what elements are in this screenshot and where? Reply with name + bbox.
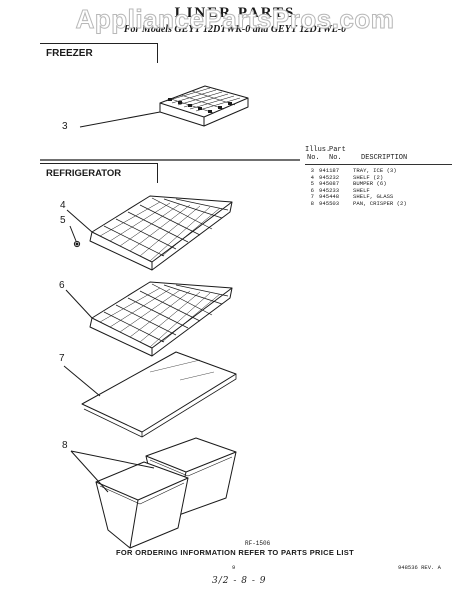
freezer-section-label: FREEZER <box>40 43 158 63</box>
front-crisper-pan-drawing <box>95 461 189 549</box>
figure-reference: RF-1506 <box>245 540 271 547</box>
upper-wire-shelf-drawing <box>89 195 233 271</box>
leader-line-3 <box>79 111 161 128</box>
page-subtitle: For Models GEYT 12DTWK-0 and GEYT 12DTWL… <box>123 24 347 35</box>
illus-header-line1: Illus. <box>305 146 331 154</box>
glass-shelf-drawing <box>81 351 237 438</box>
part-header-line2: No. <box>329 154 342 162</box>
leader-line-6 <box>65 289 93 319</box>
illus-header-line2: No. <box>307 154 320 162</box>
table-header-rule <box>305 164 452 165</box>
part-header-line1: Part <box>329 146 346 154</box>
refrigerator-section-label: REFRIGERATOR <box>40 163 158 183</box>
refrigerator-label: REFRIGERATOR <box>46 168 122 179</box>
ice-tray-drawing <box>159 85 249 127</box>
bumper-drawing <box>73 240 81 248</box>
description-header: DESCRIPTION <box>361 154 408 162</box>
freezer-label: FREEZER <box>46 48 93 59</box>
leader-line-8b <box>70 450 155 469</box>
document-revision: 948536 REV. A <box>398 564 441 571</box>
page-number: 9 <box>232 564 236 571</box>
leader-line-5 <box>69 225 77 242</box>
leader-line-7 <box>63 365 101 397</box>
callout-5: 5 <box>60 215 66 226</box>
ordering-note: FOR ORDERING INFORMATION REFER TO PARTS … <box>116 548 354 557</box>
handwritten-date: 3/2 - 8 - 9 <box>212 576 267 586</box>
callout-3: 3 <box>62 121 68 132</box>
callout-7: 7 <box>59 353 65 364</box>
callout-6: 6 <box>59 280 65 291</box>
callout-8: 8 <box>62 440 68 451</box>
page-title: LINER PARTS <box>174 5 296 21</box>
leader-line-4 <box>66 209 93 233</box>
parts-table-header: Illus. No. Part No. DESCRIPTION <box>305 146 465 164</box>
lower-wire-shelf-drawing <box>89 281 233 357</box>
leader-line-8a <box>70 450 109 493</box>
callout-4: 4 <box>60 200 66 211</box>
